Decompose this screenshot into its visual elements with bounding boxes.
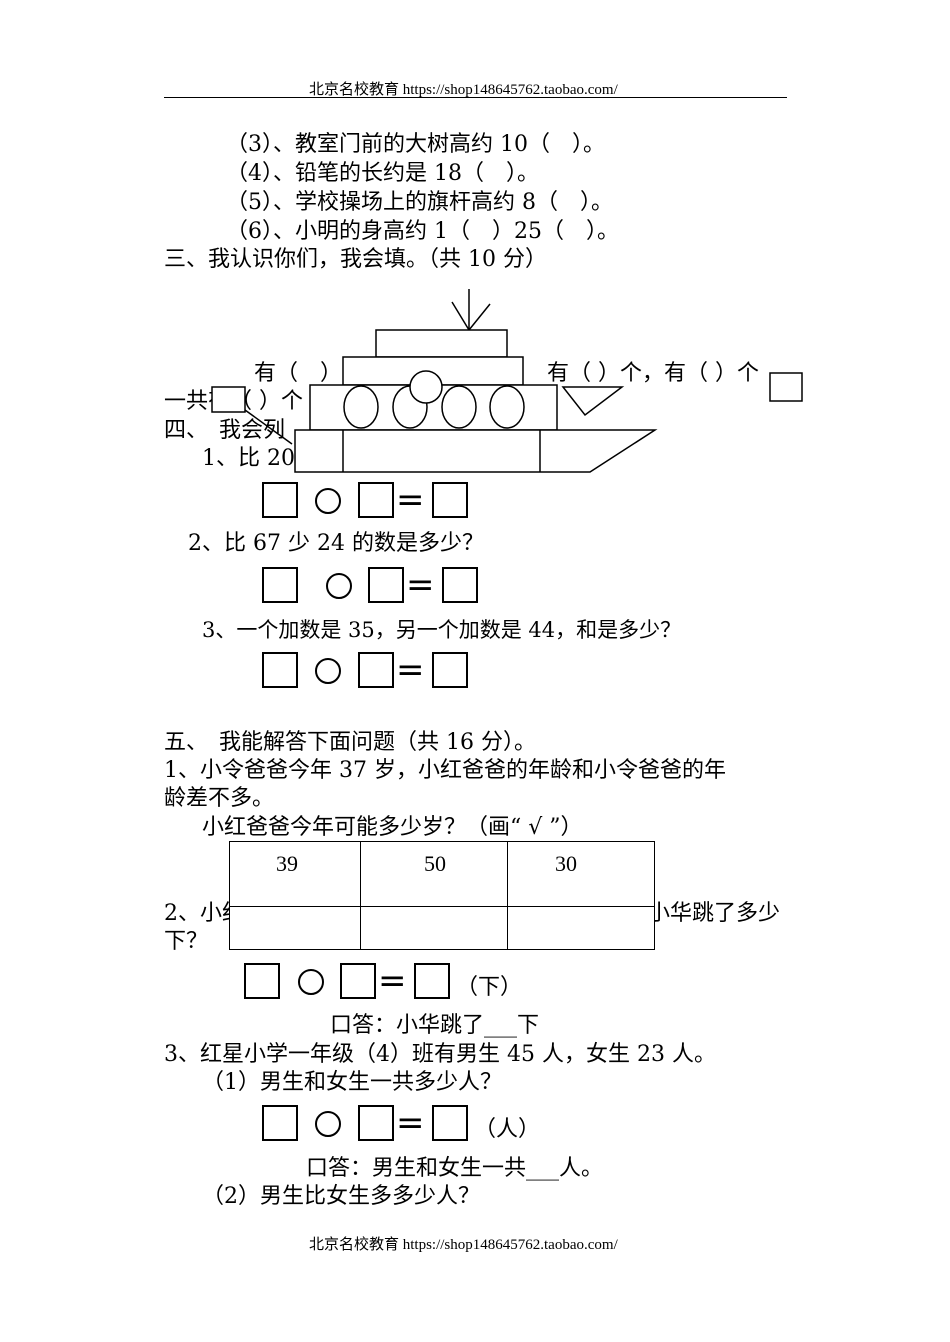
equals-sign: = <box>378 961 407 1001</box>
legend-triangle <box>561 386 625 417</box>
count-line-right: 有（ ）个，有（ ）个 <box>547 361 759 386</box>
item-6: （6）、小明的身高约 1（ ）25（ ）。 <box>226 219 619 244</box>
item-4: （4）、铅笔的长约是 18（ ）。 <box>226 161 539 186</box>
section-5-q1-line2: 龄差不多。 <box>164 786 275 811</box>
equation-row-3: = <box>262 652 482 692</box>
porthole-oval-4 <box>489 385 525 429</box>
section-5-title: 五、 我能解答下面问题（共 16 分）。 <box>164 730 536 755</box>
small-left-rect <box>211 386 246 413</box>
unit-label: （下） <box>456 975 523 1000</box>
section-5-q3-sub1: （1）男生和女生一共多少人？ <box>202 1070 502 1095</box>
equation-row-5: = （人） <box>262 1105 562 1145</box>
section-5-q1-prompt: 小红爸爸今年可能多少岁？（画“ √ ”） <box>202 815 583 840</box>
answer-box[interactable] <box>262 652 298 688</box>
answer-box[interactable] <box>442 567 478 603</box>
ship-figure <box>211 289 803 473</box>
option-cell: 30 <box>507 841 655 907</box>
equation-row-1: = <box>262 482 482 522</box>
section-5-q1-line1: 1、小令爸爸今年 37 岁，小红爸爸的年龄和小令爸爸的年 <box>164 758 726 783</box>
operator-circle[interactable] <box>315 658 341 684</box>
pointer-line <box>244 409 293 445</box>
section-3-title: 三、我认识你们，我会填。（共 10 分） <box>164 247 547 272</box>
answer-box[interactable] <box>244 963 280 999</box>
legend-square <box>769 372 803 402</box>
operator-circle[interactable] <box>298 969 324 995</box>
section-5-q2-answer: 口答：小华跳了___下 <box>330 1013 540 1038</box>
equals-sign: = <box>396 1103 425 1143</box>
item-5: （5）、学校操场上的旗杆高约 8（ ）。 <box>226 190 613 215</box>
answer-box[interactable] <box>358 482 394 518</box>
header-rule <box>164 97 787 98</box>
unit-label: （人） <box>474 1117 541 1142</box>
check-cell[interactable] <box>507 906 655 950</box>
age-options-table: 39 50 30 <box>229 841 655 950</box>
porthole-circle <box>409 370 443 404</box>
answer-box[interactable] <box>262 482 298 518</box>
operator-circle[interactable] <box>326 573 352 599</box>
answer-box[interactable] <box>414 963 450 999</box>
mast-left-stroke <box>451 301 470 331</box>
answer-box[interactable] <box>358 1105 394 1141</box>
porthole-oval-3 <box>441 385 477 429</box>
porthole-oval-1 <box>343 385 379 429</box>
option-value: 39 <box>276 851 298 876</box>
mast-right-stroke <box>468 303 491 331</box>
section-4-q3: 3、一个加数是 35，另一个加数是 44，和是多少？ <box>202 618 682 642</box>
option-value: 50 <box>424 851 446 876</box>
section-4-title: 四、 我会列 <box>164 418 286 443</box>
answer-box[interactable] <box>432 1105 468 1141</box>
page-header: 北京名校教育 https://shop148645762.taobao.com/ <box>309 82 618 98</box>
equals-sign: = <box>396 480 425 520</box>
option-value: 30 <box>555 851 577 876</box>
option-cell: 50 <box>360 841 508 907</box>
section-4-q2: 2、比 67 少 24 的数是多少？ <box>188 531 484 556</box>
equation-row-2: = <box>262 567 482 607</box>
section-5-q2-right: 小华跳了多少 <box>648 901 781 926</box>
operator-circle[interactable] <box>315 1111 341 1137</box>
section-5-q3-answer: 口答：男生和女生一共___人。 <box>306 1156 604 1181</box>
equals-sign: = <box>396 650 425 690</box>
check-cell[interactable] <box>229 906 361 950</box>
answer-box[interactable] <box>432 652 468 688</box>
section-5-q2-line2: 下？ <box>164 929 209 954</box>
answer-box[interactable] <box>340 963 376 999</box>
option-cell: 39 <box>229 841 361 907</box>
answer-box[interactable] <box>262 567 298 603</box>
check-cell[interactable] <box>360 906 508 950</box>
answer-box[interactable] <box>368 567 404 603</box>
section-5-q3-title: 3、红星小学一年级（4）班有男生 45 人，女生 23 人。 <box>164 1042 716 1067</box>
item-3: （3）、教室门前的大树高约 10（ ）。 <box>226 132 605 157</box>
answer-box[interactable] <box>358 652 394 688</box>
operator-circle[interactable] <box>315 488 341 514</box>
equals-sign: = <box>406 565 435 605</box>
section-5-q3-sub2: （2）男生比女生多多少人？ <box>202 1184 480 1209</box>
answer-box[interactable] <box>432 482 468 518</box>
top-deck-rect <box>375 329 508 358</box>
equation-row-4: = （下） <box>244 963 544 1003</box>
hull-shape <box>294 429 658 473</box>
section-4-q1: 1、比 20 <box>202 446 295 471</box>
page-footer: 北京名校教育 https://shop148645762.taobao.com/ <box>309 1237 618 1253</box>
answer-box[interactable] <box>262 1105 298 1141</box>
